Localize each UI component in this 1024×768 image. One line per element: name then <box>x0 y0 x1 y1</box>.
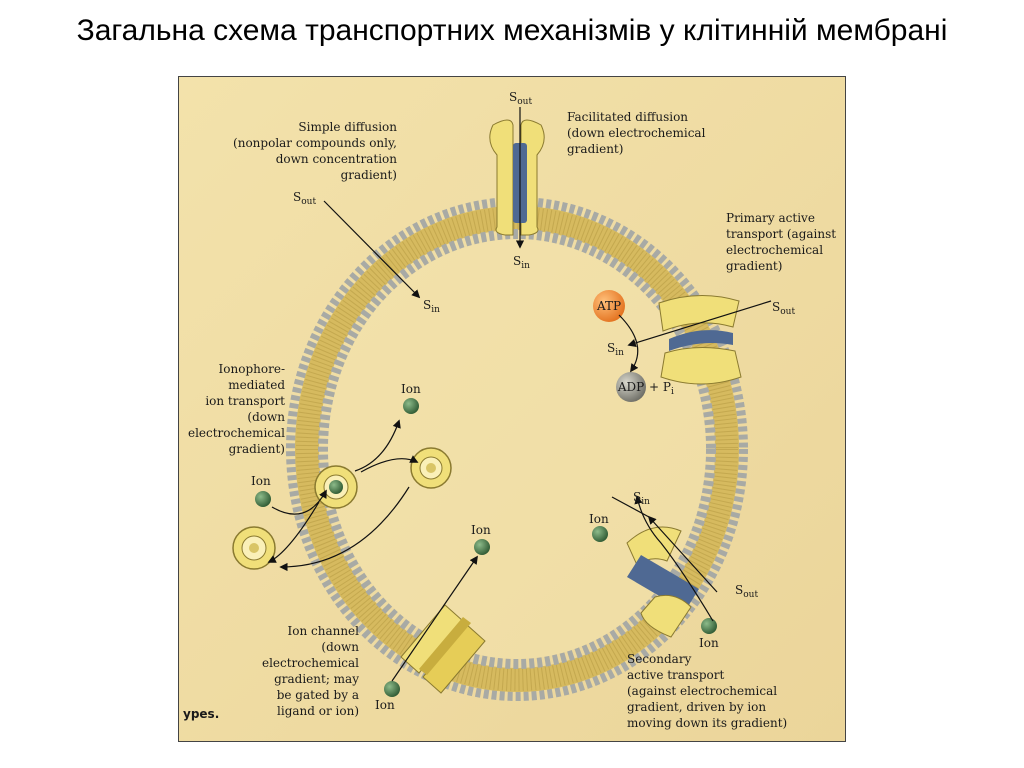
svg-text:Ionophore-: Ionophore- <box>219 362 285 376</box>
svg-text:gradient): gradient) <box>229 442 285 456</box>
s-in-secondary: Sin <box>633 490 650 507</box>
svg-text:(down: (down <box>321 640 359 654</box>
svg-text:be gated by a: be gated by a <box>277 688 359 702</box>
ion-channel-inside <box>474 539 490 555</box>
ionophore-ion-entry-arrow <box>271 489 327 515</box>
ion-channel-outside <box>384 681 400 697</box>
ion-channel-arrow <box>391 555 478 682</box>
svg-text:down concentration: down concentration <box>276 152 398 166</box>
svg-text:active transport: active transport <box>627 668 724 682</box>
secondary-substrate-release <box>611 496 650 518</box>
svg-text:gradient): gradient) <box>567 142 623 156</box>
ion-label-ionophore-inside: Ion <box>401 382 421 396</box>
ionophore-inside <box>410 447 452 489</box>
cell-membrane <box>286 197 748 701</box>
simple-diffusion-arrow <box>323 200 421 299</box>
atp-molecule <box>593 290 625 322</box>
svg-text:ion transport: ion transport <box>205 394 285 408</box>
svg-text:Secondary: Secondary <box>627 652 692 666</box>
s-out-simple: Sout <box>293 190 316 207</box>
label-simple-diffusion: Simple diffusion (nonpolar compounds onl… <box>233 120 397 182</box>
svg-text:Ion channel: Ion channel <box>287 624 359 638</box>
s-out-primary: Sout <box>772 300 795 317</box>
ion-label-channel-outside: Ion <box>375 698 395 712</box>
svg-text:gradient): gradient) <box>726 259 782 273</box>
page-fragment-text: ypes. <box>183 707 219 721</box>
ion-secondary-inside <box>592 526 608 542</box>
ionophore-ion-release-arrow <box>354 419 401 472</box>
svg-text:gradient, driven by ion: gradient, driven by ion <box>627 700 766 714</box>
transport-diagram: Simple diffusion (nonpolar compounds onl… <box>178 76 846 742</box>
slide-title: Загальна схема транспортних механізмів у… <box>76 14 948 47</box>
primary-active-arrow <box>627 300 772 348</box>
secondary-substrate-arrow <box>647 515 718 593</box>
svg-text:(against electrochemical: (against electrochemical <box>627 684 777 698</box>
svg-text:mediated: mediated <box>228 378 285 392</box>
s-in-primary: Sin <box>607 341 624 358</box>
ion-channel-protein <box>400 604 486 694</box>
label-secondary-active: Secondary active transport (against elec… <box>627 652 787 730</box>
svg-text:ligand or ion): ligand or ion) <box>277 704 359 718</box>
svg-text:Simple diffusion: Simple diffusion <box>298 120 397 134</box>
svg-text:gradient; may: gradient; may <box>274 672 359 686</box>
ionophore-return-arrow <box>360 455 419 473</box>
svg-text:electrochemical: electrochemical <box>262 656 359 670</box>
transport-arrows <box>267 107 772 682</box>
ion-label-ionophore-outside: Ion <box>251 474 271 488</box>
ion-ionophore-outside <box>255 491 271 507</box>
atp-label: ATP <box>596 299 621 313</box>
svg-text:gradient): gradient) <box>341 168 397 182</box>
svg-text:moving down its gradient): moving down its gradient) <box>627 716 787 730</box>
svg-text:Primary active: Primary active <box>726 211 815 225</box>
ion-ionophore-inside <box>403 398 419 414</box>
label-ionophore: Ionophore- mediated ion transport (down … <box>188 362 285 456</box>
label-facilitated-diffusion: Facilitated diffusion (down electrochemi… <box>567 110 706 156</box>
diagram-canvas: Simple diffusion (nonpolar compounds onl… <box>179 77 845 741</box>
ionophore-outside <box>232 526 276 570</box>
svg-text:(down electrochemical: (down electrochemical <box>567 126 706 140</box>
atp-hydrolysis-arrow <box>618 314 639 373</box>
svg-text:Facilitated diffusion: Facilitated diffusion <box>567 110 688 124</box>
svg-text:electrochemical: electrochemical <box>726 243 823 257</box>
ionophore-diffuse-arrow <box>267 501 320 563</box>
ionophore-in-membrane <box>314 465 358 509</box>
ion-label-channel-inside: Ion <box>471 523 491 537</box>
s-in-facilitated: Sin <box>513 254 530 271</box>
plus-pi-label: + Pi <box>649 380 674 397</box>
ion-label-secondary-outside: Ion <box>699 636 719 650</box>
ion-secondary-outside <box>701 618 717 634</box>
label-primary-active: Primary active transport (against electr… <box>726 211 836 273</box>
s-out-facilitated: Sout <box>509 90 532 107</box>
ion-label-secondary-inside: Ion <box>589 512 609 526</box>
adp-molecule <box>616 372 646 402</box>
adp-label: ADP <box>617 380 644 394</box>
label-ion-channel: Ion channel (down electrochemical gradie… <box>262 624 359 718</box>
s-in-simple: Sin <box>423 298 440 315</box>
ionophore-exit-arrow <box>279 486 410 572</box>
svg-text:(down: (down <box>247 410 285 424</box>
primary-active-pump <box>658 295 742 385</box>
s-out-secondary: Sout <box>735 583 758 600</box>
svg-text:transport (against: transport (against <box>726 227 836 241</box>
svg-text:(nonpolar compounds only,: (nonpolar compounds only, <box>233 136 397 150</box>
svg-text:electrochemical: electrochemical <box>188 426 285 440</box>
